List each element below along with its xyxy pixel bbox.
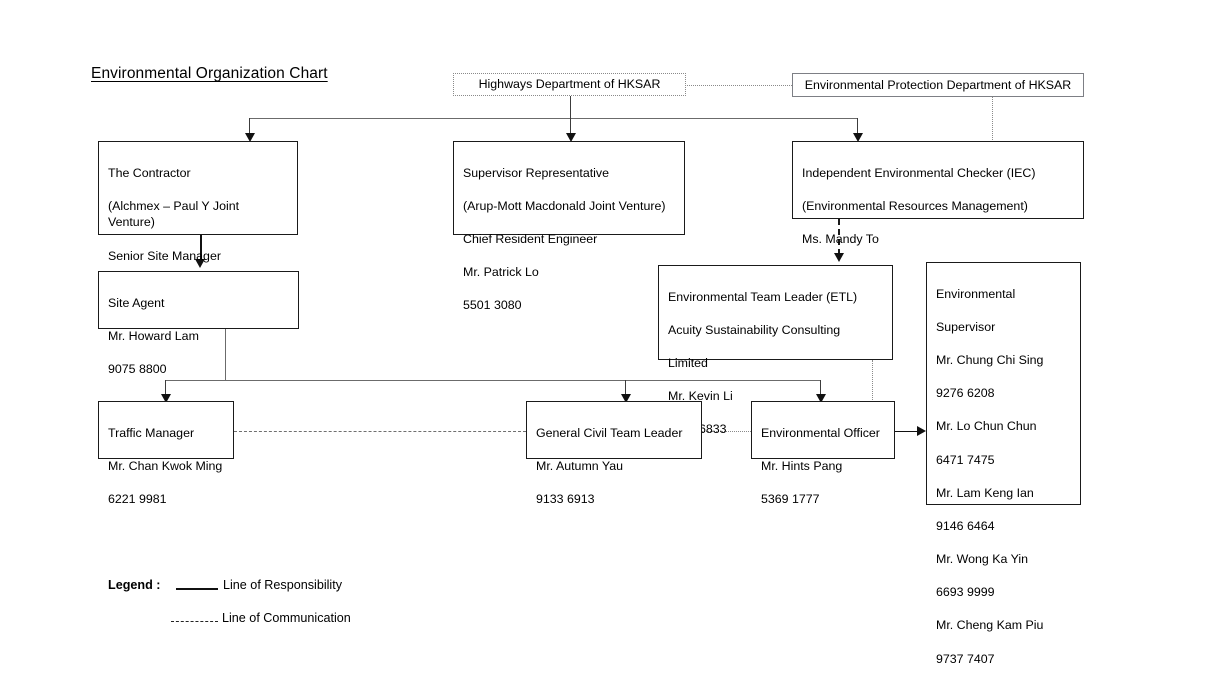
node-iec-line-3: Ms. Mandy To	[802, 231, 879, 246]
connector-iec-to-etl	[838, 219, 840, 255]
node-supervisor-rep-line-2: (Arup-Mott Macdonald Joint Venture)	[463, 198, 666, 213]
connector-highways-to-epd	[687, 85, 792, 86]
node-env-supervisor-line-5: Mr. Lo Chun Chun	[936, 419, 1037, 434]
node-traffic-manager-line-2: Mr. Chan Kwok Ming	[108, 458, 223, 473]
connector-drop-environmental-officer	[820, 380, 821, 397]
connector-etl-to-environmental-officer	[872, 360, 873, 400]
node-general-civil-line-2: Mr. Autumn Yau	[536, 458, 624, 473]
node-env-supervisor-line-10: 6693 9999	[936, 585, 995, 600]
node-contractor-line-1: The Contractor	[108, 165, 191, 180]
arrowhead-etl	[834, 253, 844, 262]
connector-drop-contractor	[249, 118, 250, 136]
connector-contractor-to-site-agent	[200, 235, 202, 262]
connector-epd-to-iec	[992, 97, 993, 140]
node-env-supervisor-line-6: 6471 7475	[936, 452, 995, 467]
node-env-supervisor-line-9: Mr. Wong Ka Yin	[936, 552, 1029, 567]
node-supervisor-rep-line-5: 5501 3080	[463, 298, 522, 313]
node-supervisor-rep-line-3: Chief Resident Engineer	[463, 231, 598, 246]
node-contractor-line-3: Senior Site Manager	[108, 248, 221, 263]
node-env-supervisor-line-7: Mr. Lam Keng Ian	[936, 485, 1034, 500]
arrowhead-env-supervisor	[917, 426, 926, 436]
connector-site-agent-stem	[225, 329, 226, 380]
connector-general-civil-to-environmental-officer	[702, 431, 751, 432]
connector-env-officer-to-env-supervisor	[895, 431, 919, 432]
node-iec-line-1: Independent Environmental Checker (IEC)	[802, 165, 1036, 180]
node-env-supervisor-line-1: Environmental	[936, 286, 1016, 301]
node-highways-department[interactable]: Highways Department of HKSAR	[453, 73, 686, 96]
connector-traffic-manager-to-general-civil	[234, 431, 526, 432]
node-epd-label: Environmental Protection Department of H…	[804, 77, 1072, 92]
node-environmental-team-leader[interactable]: Environmental Team Leader (ETL) Acuity S…	[658, 265, 893, 436]
legend-responsibility-text: Line of Responsibility	[223, 578, 343, 592]
node-traffic-manager-line-3: 6221 9981	[108, 491, 167, 506]
node-general-civil-line-1: General Civil Team Leader	[536, 425, 683, 440]
page-title: Environmental Organization Chart	[91, 65, 328, 82]
node-highways-label: Highways Department of HKSAR	[478, 77, 661, 92]
connector-drop-supervisor-rep	[570, 118, 571, 136]
node-general-civil-team-leader[interactable]: General Civil Team Leader Mr. Autumn Yau…	[526, 401, 702, 506]
arrowhead-traffic-manager	[161, 394, 171, 403]
node-env-supervisor-line-8: 9146 6464	[936, 518, 995, 533]
node-env-supervisor-line-12: 9737 7407	[936, 651, 995, 666]
node-etl-line-2: Acuity Sustainability Consulting	[668, 322, 841, 337]
node-environmental-officer[interactable]: Environmental Officer Mr. Hints Pang 536…	[751, 401, 895, 506]
node-env-officer-line-3: 5369 1777	[761, 491, 820, 506]
connector-drop-traffic-manager	[165, 380, 166, 397]
node-iec-line-2: (Environmental Resources Management)	[802, 198, 1028, 213]
node-site-agent-line-3: 9075 8800	[108, 361, 167, 376]
node-etl-line-3: Limited	[668, 355, 708, 370]
node-env-supervisor-line-4: 9276 6208	[936, 386, 995, 401]
node-supervisor-representative[interactable]: Supervisor Representative (Arup-Mott Mac…	[453, 141, 685, 312]
legend-communication-text: Line of Communication	[222, 611, 351, 625]
node-traffic-manager[interactable]: Traffic Manager Mr. Chan Kwok Ming 6221 …	[98, 401, 234, 506]
node-supervisor-rep-line-4: Mr. Patrick Lo	[463, 265, 539, 280]
arrowhead-supervisor-rep	[566, 133, 576, 142]
node-env-supervisor-line-2: Supervisor	[936, 319, 996, 334]
arrowhead-site-agent	[195, 259, 205, 268]
node-general-civil-line-3: 9133 6913	[536, 491, 595, 506]
arrowhead-environmental-officer	[816, 394, 826, 403]
arrowhead-contractor	[245, 133, 255, 142]
node-contractor-line-2: (Alchmex – Paul Y Joint Venture)	[108, 198, 240, 230]
node-supervisor-rep-line-1: Supervisor Representative	[463, 165, 610, 180]
connector-drop-iec	[857, 118, 858, 136]
arrowhead-iec	[853, 133, 863, 142]
legend-label: Legend :	[108, 578, 161, 592]
node-env-supervisor-line-11: Mr. Cheng Kam Piu	[936, 618, 1044, 633]
node-epd[interactable]: Environmental Protection Department of H…	[792, 73, 1084, 97]
node-etl-line-1: Environmental Team Leader (ETL)	[668, 289, 858, 304]
node-environmental-supervisor[interactable]: Environmental Supervisor Mr. Chung Chi S…	[926, 262, 1081, 666]
node-contractor[interactable]: The Contractor (Alchmex – Paul Y Joint V…	[98, 141, 298, 329]
node-etl-line-4: Mr. Kevin Li	[668, 389, 733, 404]
node-env-supervisor-line-3: Mr. Chung Chi Sing	[936, 352, 1044, 367]
connector-drop-general-civil	[625, 380, 626, 397]
node-env-officer-line-1: Environmental Officer	[761, 425, 880, 440]
legend-solid-line-swatch	[176, 588, 218, 590]
node-env-officer-line-2: Mr. Hints Pang	[761, 458, 843, 473]
connector-highways-stem	[570, 96, 571, 118]
connector-top-distribution-bar	[249, 118, 858, 119]
legend-dashed-line-swatch	[171, 621, 218, 622]
arrowhead-general-civil	[621, 394, 631, 403]
node-traffic-manager-line-1: Traffic Manager	[108, 425, 195, 440]
node-site-agent[interactable]: Site Agent Mr. Howard Lam 9075 8800	[98, 271, 299, 376]
connector-bottom-distribution-bar	[165, 380, 821, 381]
node-site-agent-line-1: Site Agent	[108, 295, 165, 310]
node-independent-environmental-checker[interactable]: Independent Environmental Checker (IEC) …	[792, 141, 1084, 279]
node-site-agent-line-2: Mr. Howard Lam	[108, 328, 199, 343]
